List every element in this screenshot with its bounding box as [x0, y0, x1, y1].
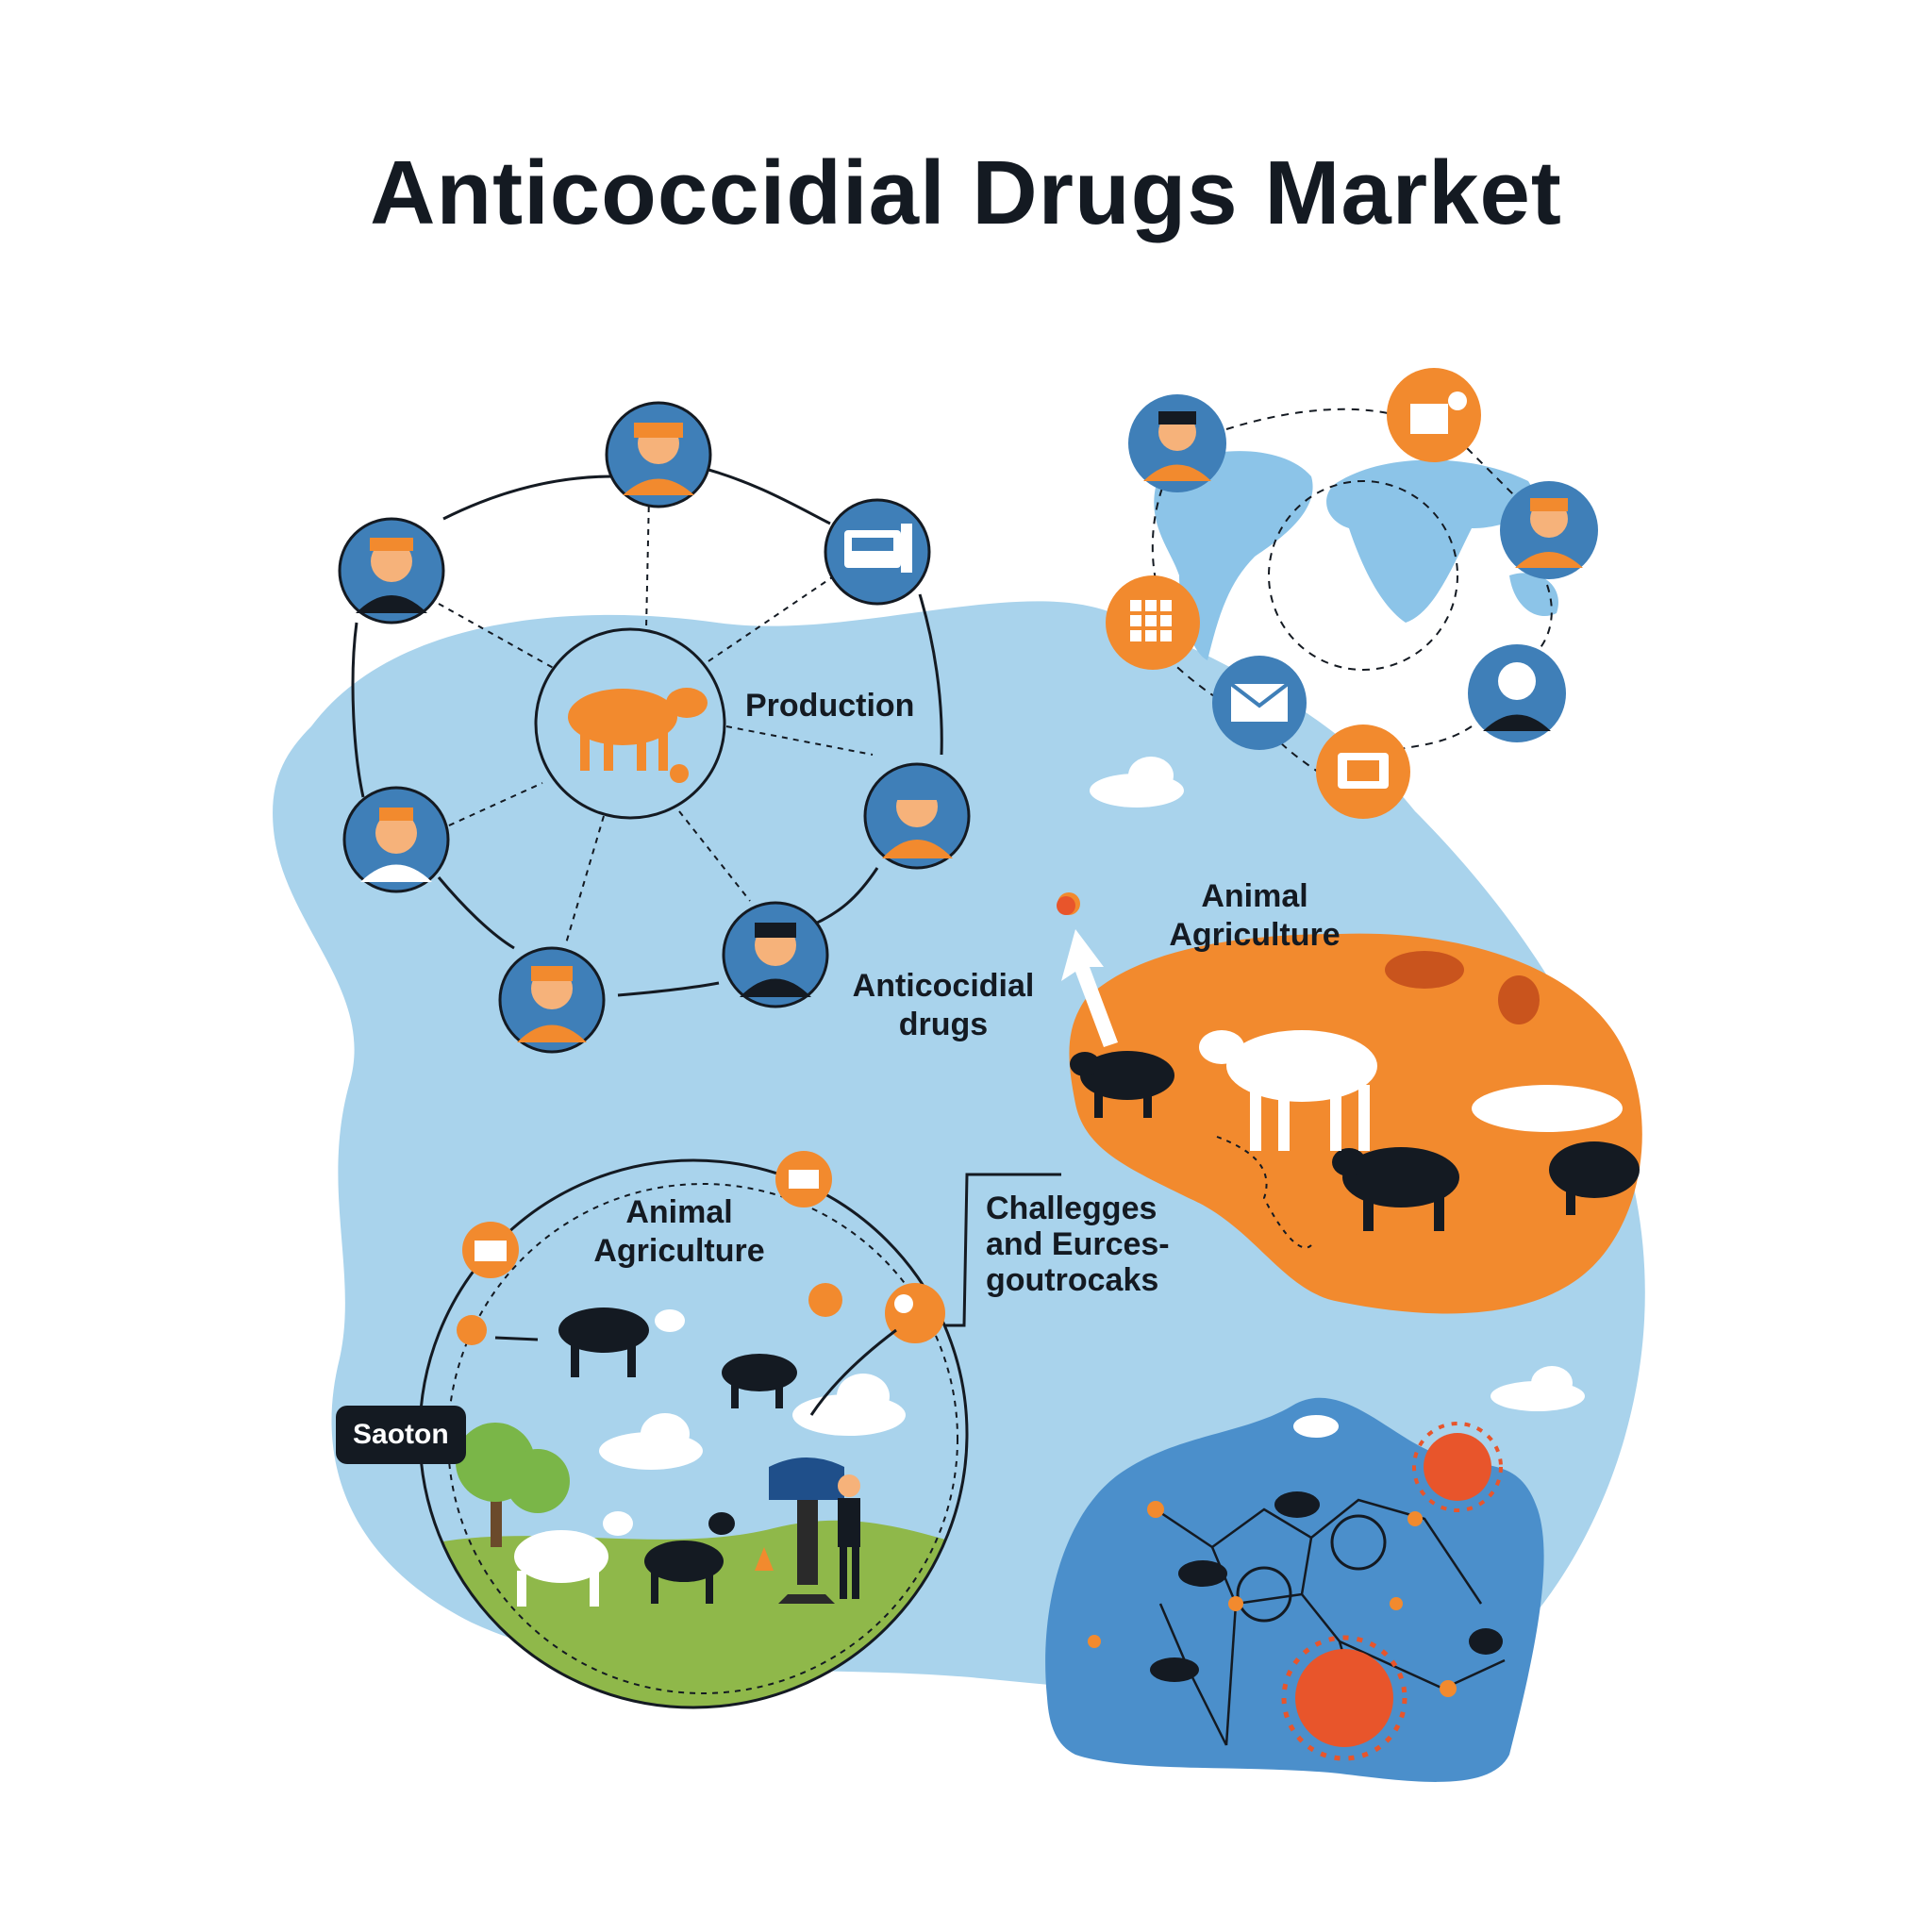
world-map [1154, 451, 1558, 660]
anticocidial-drugs-label: Anticocidial drugs [830, 967, 1057, 1044]
worker-node-right[interactable] [863, 762, 971, 870]
animal-agri-left-line1: Animal [625, 1194, 733, 1230]
global-node-grid[interactable] [1106, 575, 1200, 670]
worker-node-left[interactable] [338, 517, 445, 625]
drugs-label-line2: drugs [898, 1006, 989, 1042]
animal-agri-right-line2: Agriculture [1169, 916, 1341, 953]
connector-lines [494, 1173, 1061, 1416]
global-node-person-2[interactable] [1500, 481, 1598, 579]
speech-bubble: Saoton [336, 1406, 466, 1464]
animal-agriculture-left-label: Animal Agriculture [575, 1193, 783, 1271]
worker-node-bottom-right[interactable] [722, 901, 829, 1008]
production-dashed-links [438, 494, 874, 944]
animal-agri-right-line1: Animal [1201, 878, 1308, 914]
machine-node[interactable] [824, 498, 931, 606]
global-node-person-1[interactable] [1128, 394, 1226, 492]
cow-icon [568, 688, 708, 783]
worker-node-bottom[interactable] [498, 946, 606, 1054]
animal-agriculture-right-label: Animal Agriculture [1160, 877, 1349, 955]
disease-region [1045, 1397, 1544, 1782]
animal-agriculture-island [1069, 933, 1642, 1314]
production-label: Production [745, 688, 915, 724]
farmer-icon [769, 1457, 860, 1604]
global-node-package[interactable] [1387, 368, 1481, 462]
tree-icon [456, 1423, 570, 1547]
drugs-label-line1: Anticocidial [852, 968, 1035, 1004]
global-node-mail[interactable] [1212, 656, 1307, 750]
orange-dots-dashes [1216, 1136, 1312, 1249]
challenges-line1: Challegges [986, 1191, 1158, 1226]
animal-agri-left-line2: Agriculture [593, 1232, 765, 1269]
cattle-herd-right [1070, 951, 1640, 1231]
scientist-node[interactable] [342, 786, 450, 893]
challenges-line2: and Eurces- [986, 1226, 1170, 1263]
cloud-icons [599, 757, 1585, 1470]
worker-node-top[interactable] [605, 401, 712, 508]
disease-network [1088, 1491, 1506, 1746]
global-node-person-3[interactable] [1468, 644, 1566, 742]
production-network [351, 465, 943, 997]
small-orange-icons [457, 1151, 945, 1571]
cattle-herd-left [514, 1307, 797, 1607]
global-node-box[interactable] [1316, 724, 1410, 819]
challenges-line3: goutrocaks [986, 1262, 1159, 1299]
challenges-label: Challegges and Eurces- goutrocaks [986, 1191, 1170, 1298]
virus-icons [1057, 896, 1503, 1761]
page-title: Anticoccidial Drugs Market [370, 142, 1562, 243]
